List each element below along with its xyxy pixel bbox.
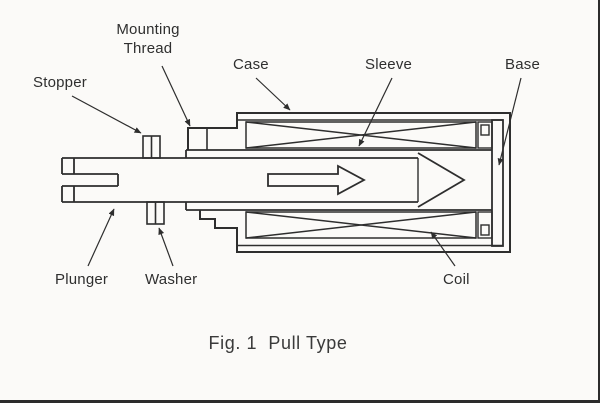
solenoid-drawing	[61, 112, 511, 253]
label-mounting-thread: Mounting Thread	[116, 21, 180, 57]
pull-direction-arrow-icon	[267, 164, 366, 196]
bobbin-end-top	[477, 121, 493, 149]
leader-washer	[158, 227, 174, 267]
leader-sleeve	[358, 77, 393, 147]
label-sleeve: Sleeve	[365, 56, 413, 73]
case-inner-lines	[237, 119, 503, 247]
coil-bottom-shape	[245, 211, 477, 239]
bobbin-end-bottom	[477, 211, 493, 239]
leader-coil	[430, 231, 456, 267]
plunger-taper	[417, 152, 466, 208]
leader-plunger	[87, 208, 115, 267]
leader-case	[255, 77, 291, 111]
label-stopper: Stopper	[33, 74, 87, 91]
coil-top-shape	[245, 121, 477, 149]
label-plunger: Plunger	[55, 271, 109, 288]
sleeve-tube	[185, 149, 492, 211]
case-outline	[187, 112, 511, 253]
base-plate	[491, 119, 504, 247]
plunger-shape	[61, 157, 419, 203]
label-base: Base	[505, 56, 540, 73]
figure-caption: Fig. 1 Pull Type	[208, 333, 348, 353]
leader-stopper	[71, 95, 142, 134]
label-washer: Washer	[145, 271, 198, 288]
leader-mounting-thread	[161, 65, 191, 127]
label-case: Case	[233, 56, 269, 73]
stopper-shape	[142, 135, 161, 159]
washer-shape	[146, 201, 165, 225]
label-coil: Coil	[443, 271, 470, 288]
leader-base	[497, 77, 522, 166]
leader-lines	[71, 65, 522, 267]
